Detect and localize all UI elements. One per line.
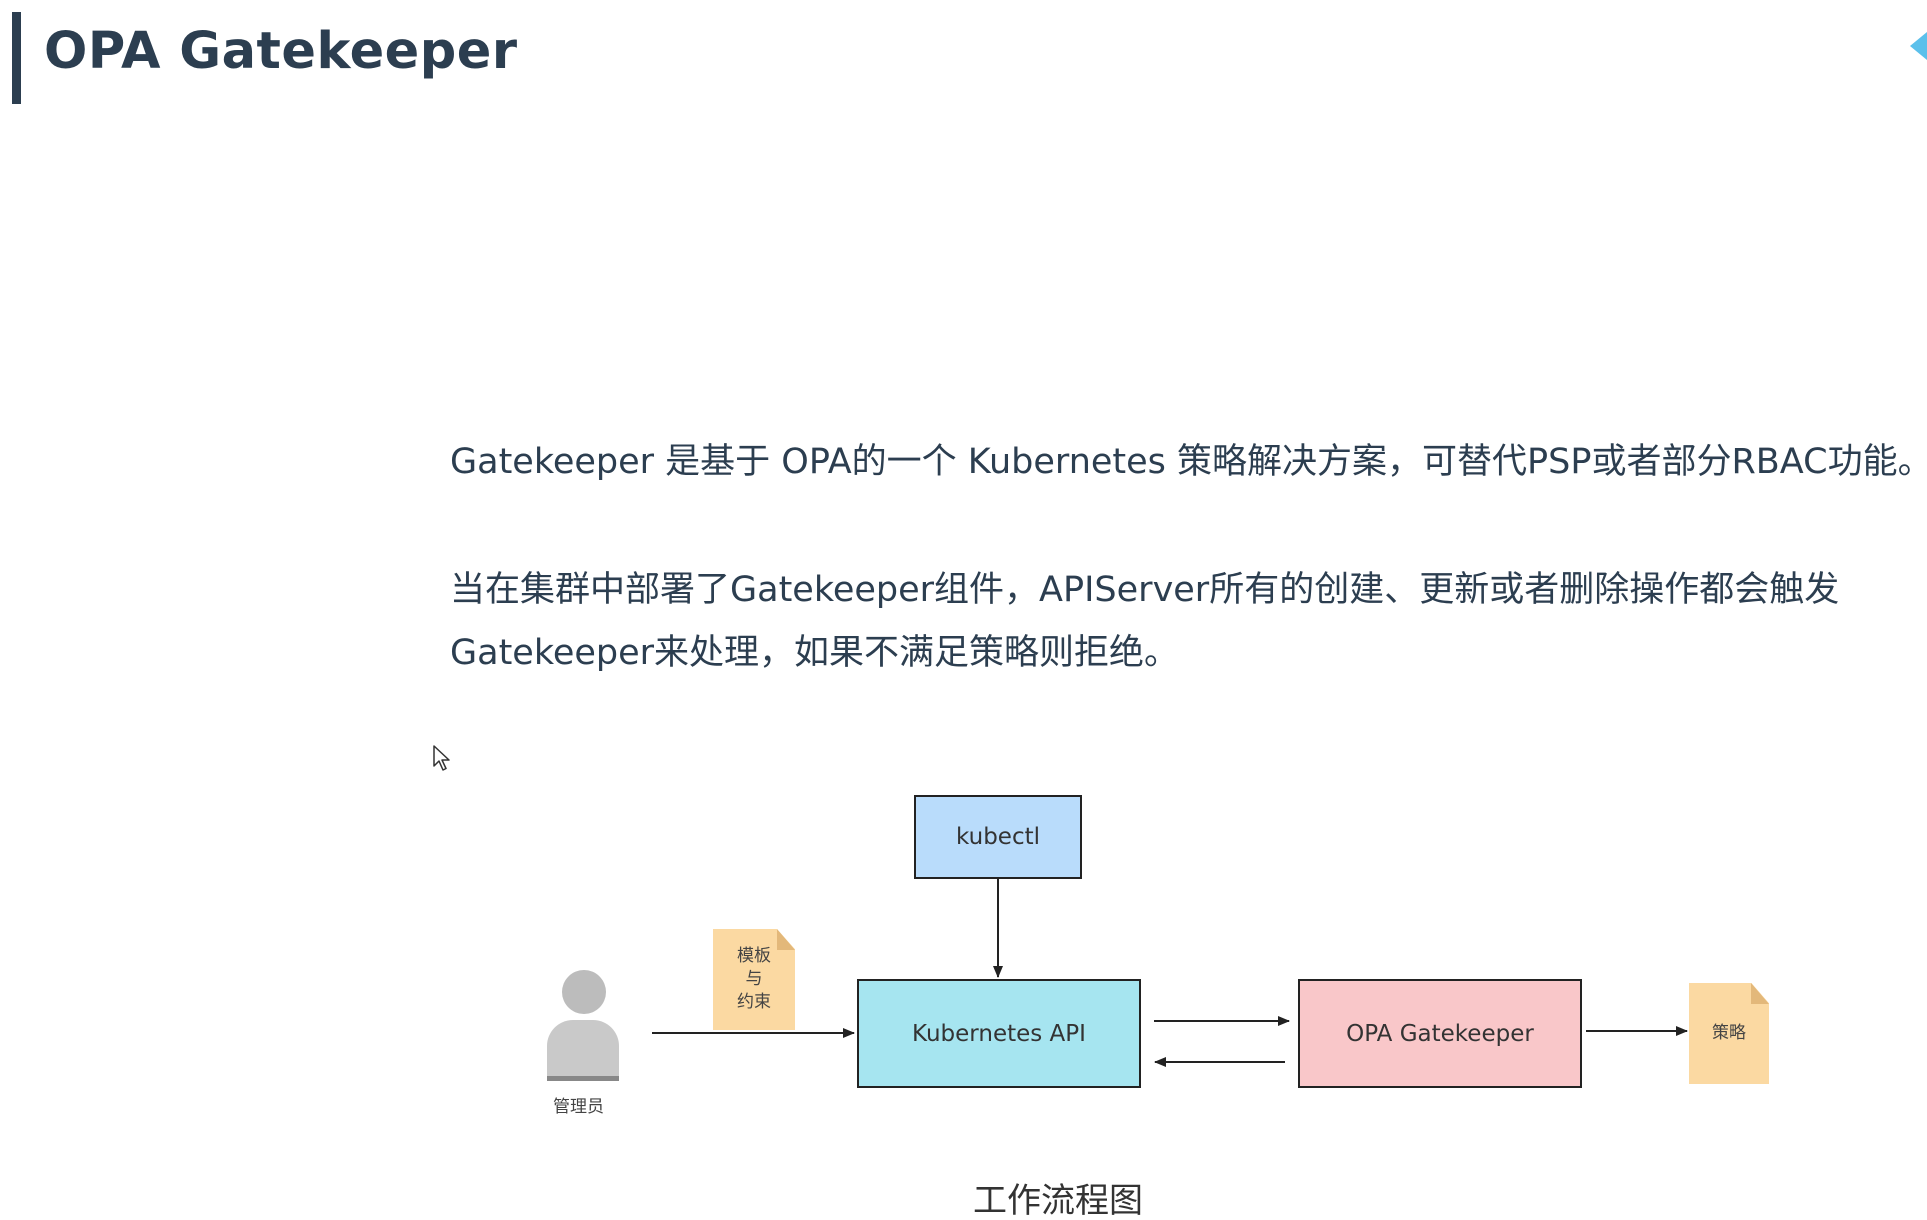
slide-title: OPA Gatekeeper <box>44 22 518 81</box>
template-note-line3: 约束 <box>737 992 771 1012</box>
kubernetes-api-node: Kubernetes API <box>857 979 1141 1088</box>
diagram-caption: 工作流程图 <box>973 1181 1143 1220</box>
mouse-cursor-icon <box>433 745 450 771</box>
user-icon-base <box>547 1076 619 1081</box>
user-icon-body <box>547 1020 619 1076</box>
paragraph-workflow-line2: Gatekeeper来处理，如果不满足策略则拒绝。 <box>450 633 1180 673</box>
user-icon <box>544 970 622 1090</box>
policy-note-label: 策略 <box>1712 1023 1746 1043</box>
paragraph-workflow-line1: 当在集群中部署了Gatekeeper组件，APIServer所有的创建、更新或者… <box>450 570 1840 610</box>
paragraph-intro: Gatekeeper 是基于 OPA的一个 Kubernetes 策略解决方案，… <box>450 442 1927 482</box>
policy-note-fold <box>1751 983 1769 1004</box>
opa-gatekeeper-node: OPA Gatekeeper <box>1298 979 1582 1088</box>
user-icon-head <box>562 970 606 1014</box>
kubectl-node: kubectl <box>914 795 1082 879</box>
nav-arrow-icon[interactable] <box>1910 32 1927 60</box>
admin-label: 管理员 <box>553 1097 604 1117</box>
title-accent-bar <box>12 12 21 104</box>
template-note-line1: 模板 <box>737 946 771 966</box>
template-note-fold <box>777 929 795 950</box>
template-note-line2: 与 <box>745 969 763 989</box>
